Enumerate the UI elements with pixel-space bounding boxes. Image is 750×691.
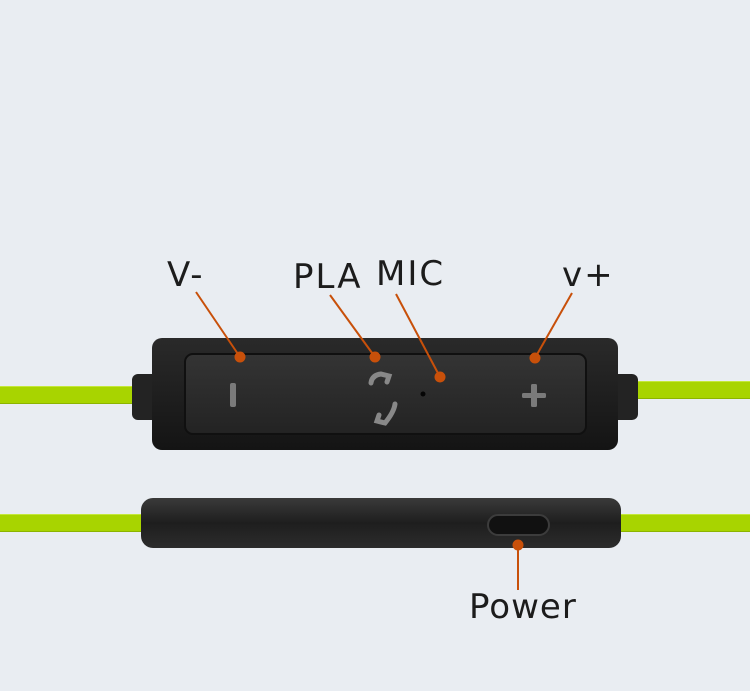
play-label: PLA bbox=[293, 257, 363, 297]
mic-label: MIC bbox=[376, 254, 446, 294]
power-switch bbox=[487, 514, 550, 536]
button-panel bbox=[184, 353, 587, 435]
mic-hole bbox=[420, 391, 426, 397]
volume-up-label: v+ bbox=[562, 255, 615, 295]
cable-left-bottom bbox=[0, 514, 150, 532]
power-button[interactable] bbox=[487, 514, 550, 536]
cable-left-top bbox=[0, 386, 140, 404]
volume-up-button[interactable] bbox=[522, 384, 546, 407]
leader-lines bbox=[195, 291, 573, 590]
cable-right-top bbox=[630, 381, 750, 399]
phone-icon bbox=[368, 371, 398, 426]
cable-collar-right bbox=[612, 374, 638, 420]
power-label: Power bbox=[469, 587, 577, 627]
volume-down-label: V- bbox=[167, 255, 205, 295]
plus-icon bbox=[522, 384, 546, 407]
volume-down-button[interactable] bbox=[230, 383, 236, 407]
cable-collar-left bbox=[132, 374, 158, 420]
play-button[interactable] bbox=[368, 371, 398, 426]
cable-right-bottom bbox=[612, 514, 750, 532]
minus-icon bbox=[230, 383, 236, 407]
